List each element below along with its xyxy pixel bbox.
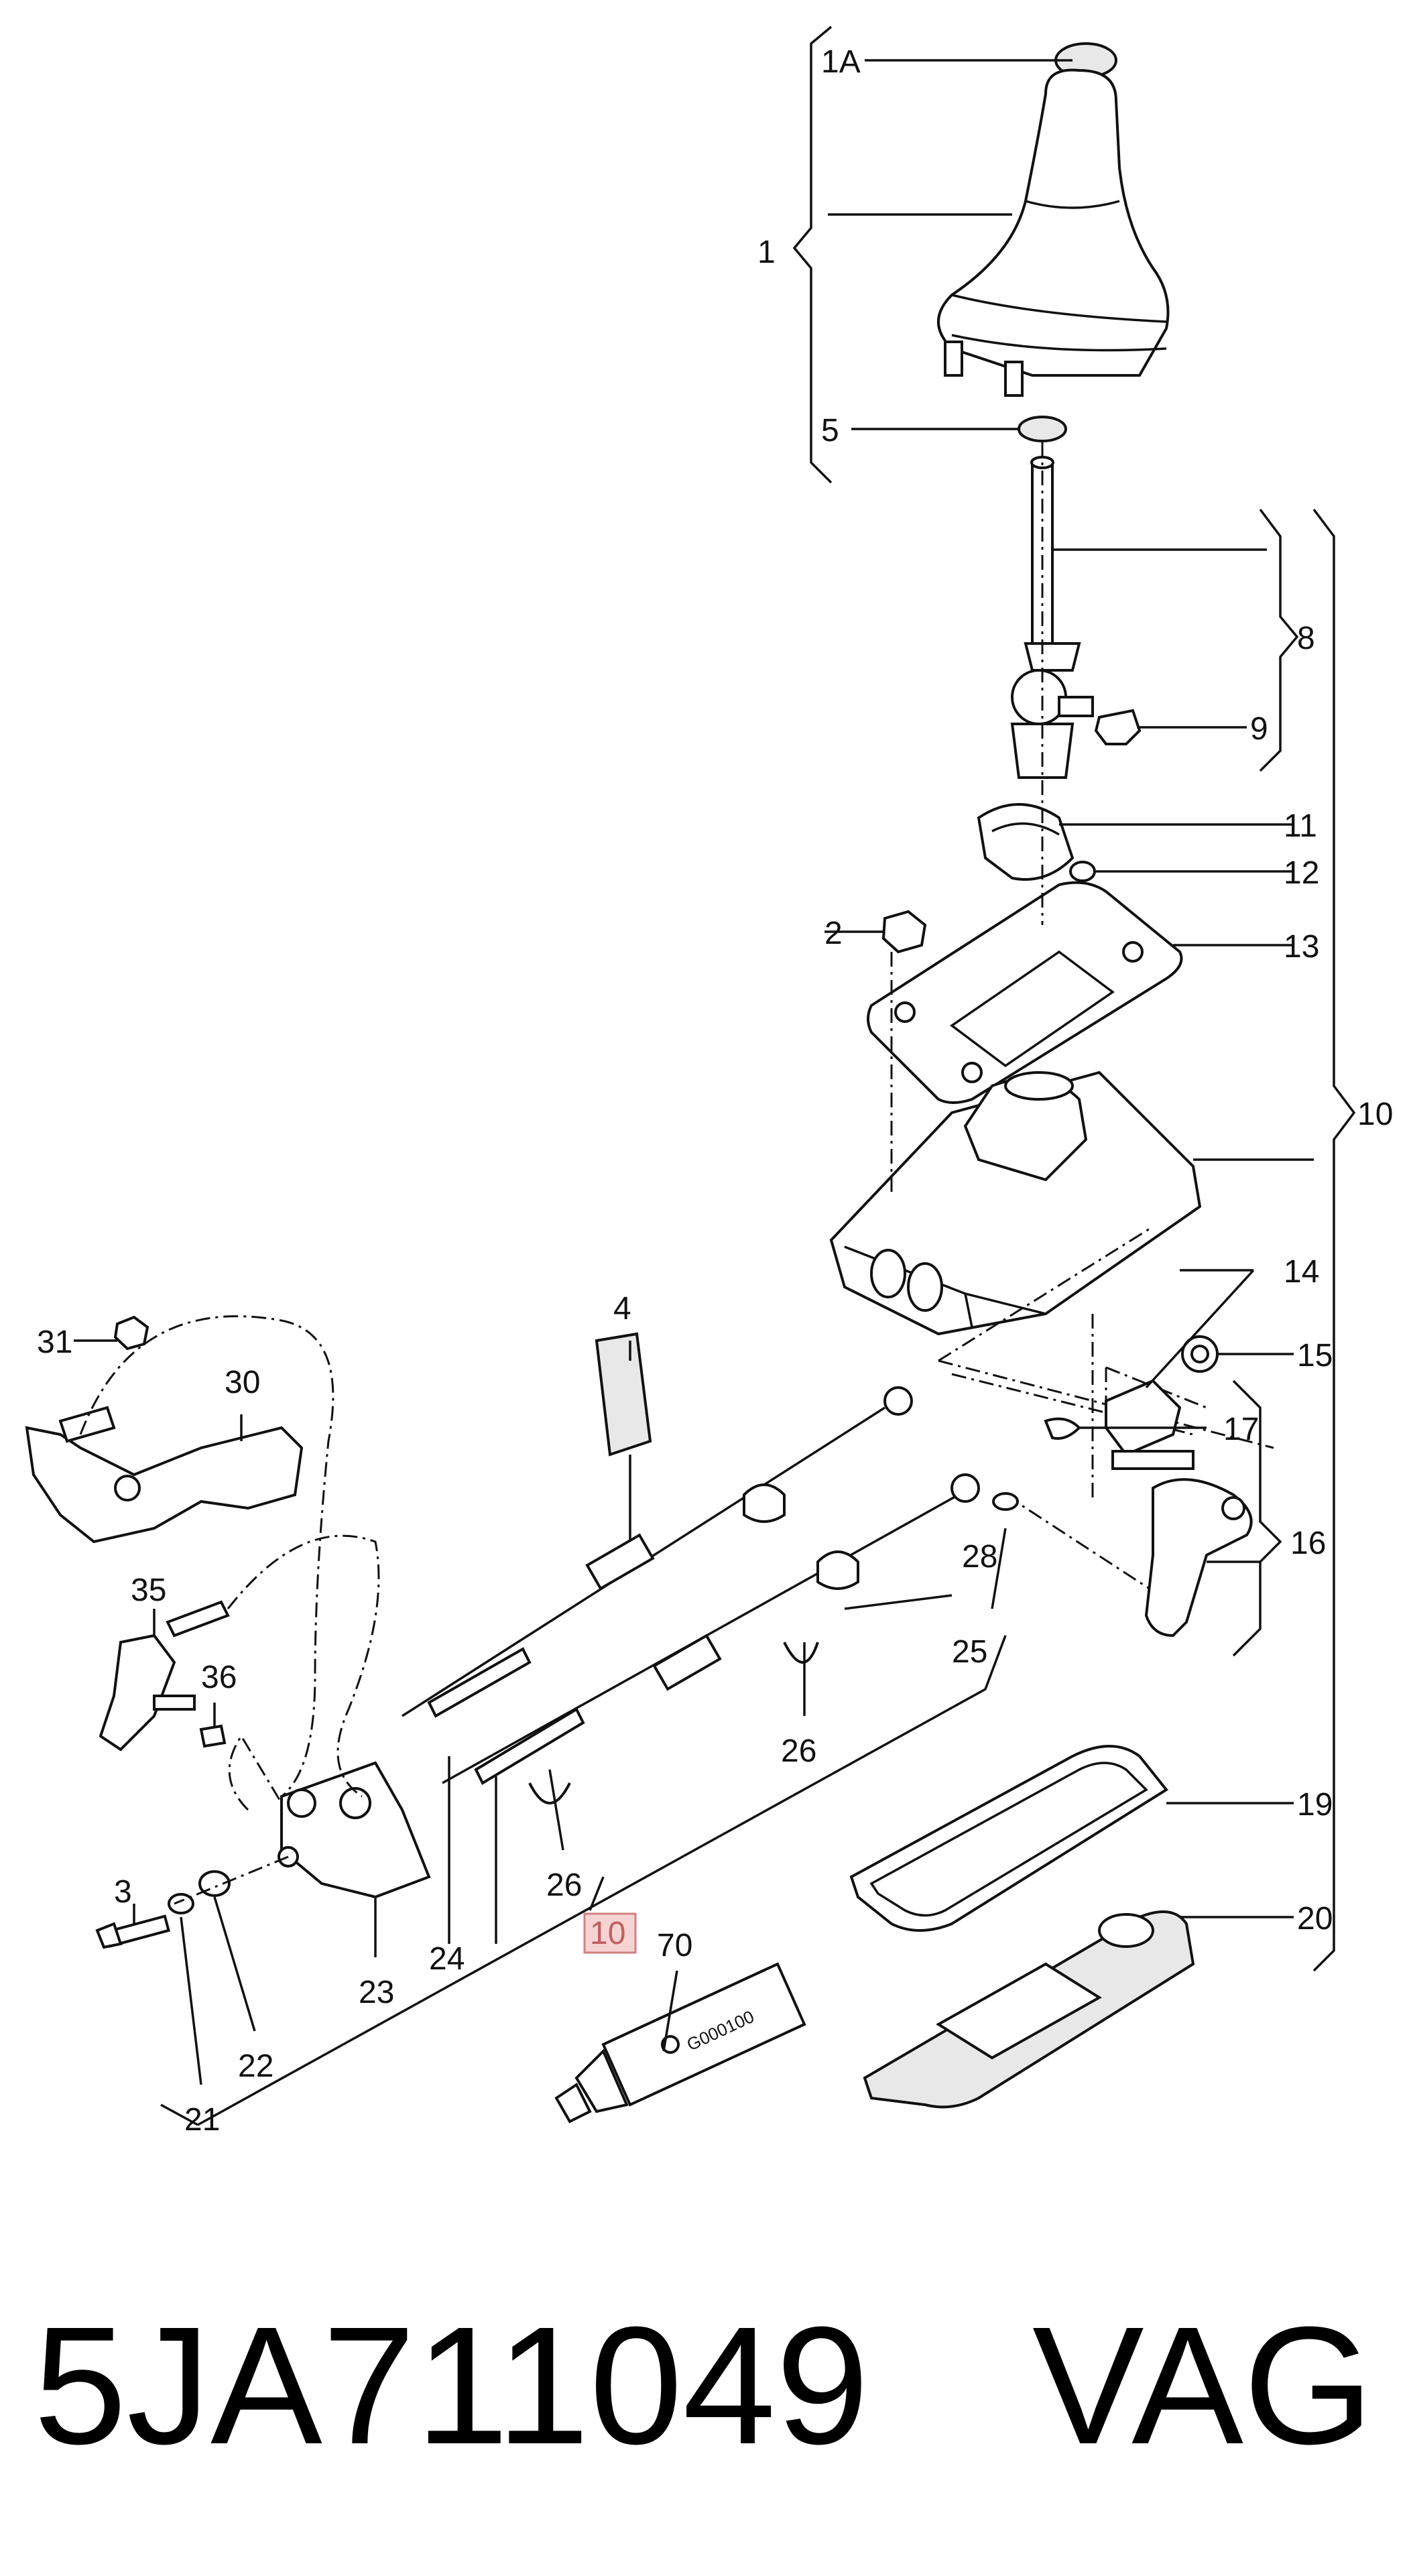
label-5: 5 <box>821 413 839 448</box>
label-13: 13 <box>1284 929 1319 965</box>
label-22: 22 <box>238 2048 273 2084</box>
label-1A: 1A <box>821 44 861 80</box>
label-1: 1 <box>757 235 776 270</box>
callout-labels: 1A 1 5 8 9 11 12 13 2 10 14 15 17 16 19 … <box>37 44 1393 2138</box>
label-3: 3 <box>114 1874 132 1910</box>
nut-2 <box>881 910 927 954</box>
shift-lever <box>1010 456 1094 779</box>
guide-11 <box>977 803 1075 881</box>
label-12: 12 <box>1284 855 1319 891</box>
label-10: 10 <box>1357 1097 1393 1132</box>
brand-name: VAG <box>1032 2292 1373 2479</box>
bracket-group-8 <box>1259 508 1299 772</box>
label-25: 25 <box>952 1634 987 1670</box>
bushing-28 <box>992 1492 1019 1511</box>
label-14: 14 <box>1284 1254 1319 1290</box>
label-26a: 26 <box>546 1867 582 1903</box>
bracket-group-16 <box>1232 1379 1282 1657</box>
ring-15 <box>1181 1335 1219 1373</box>
label-70: 70 <box>657 1928 692 1963</box>
bolt-3 <box>95 1914 171 1949</box>
washer-21 <box>168 1893 194 1914</box>
highlight-box-10 <box>583 1912 637 1954</box>
label-30: 30 <box>225 1365 260 1400</box>
label-11: 11 <box>1284 808 1317 844</box>
part-number: 5JA711049 <box>34 2292 869 2479</box>
seal-plate-13 <box>867 881 1183 1104</box>
label-28: 28 <box>962 1539 997 1575</box>
clips-26 <box>528 1642 819 1804</box>
label-35: 35 <box>131 1573 166 1608</box>
clip-36 <box>199 1724 227 1748</box>
bracket-group-10 <box>1312 508 1356 1972</box>
loop-dashed <box>79 1315 380 1905</box>
label-20: 20 <box>1297 1901 1333 1937</box>
label-36: 36 <box>201 1660 237 1695</box>
mount-bracket-23 <box>278 1761 431 1899</box>
nut-31 <box>113 1315 149 1351</box>
gear-knob-boot <box>937 42 1170 397</box>
label-26b: 26 <box>781 1733 816 1769</box>
label-15: 15 <box>1297 1338 1333 1373</box>
clamp-ring <box>1018 416 1067 442</box>
selector-lever-16 <box>1111 1450 1253 1638</box>
lever-30 <box>25 1406 304 1544</box>
label-19: 19 <box>1297 1787 1333 1823</box>
label-16: 16 <box>1290 1526 1326 1561</box>
nut-9 <box>1094 709 1142 745</box>
label-21: 21 <box>184 2102 220 2138</box>
housing-10 <box>829 1070 1202 1336</box>
label-2: 2 <box>824 916 843 951</box>
grease-tube-70: G000100 <box>554 1962 806 2124</box>
label-17: 17 <box>1223 1412 1259 1447</box>
lever-35 <box>99 1600 230 1752</box>
label-10-highlight: 10 <box>590 1916 625 1951</box>
label-31: 31 <box>37 1325 72 1360</box>
leader-lines <box>74 59 1314 2085</box>
spring-12 <box>1069 861 1096 882</box>
sleeve-4 <box>595 1332 652 1542</box>
gasket-19 <box>849 1745 1168 1932</box>
cover-20 <box>863 1910 1195 2109</box>
label-4: 4 <box>613 1291 631 1327</box>
clip-17 <box>1044 1417 1081 1440</box>
label-8: 8 <box>1297 621 1315 656</box>
bracket-group-10-lower <box>160 1635 1007 2126</box>
label-24: 24 <box>429 1941 465 1977</box>
shift-cable-24 <box>402 1386 913 1718</box>
select-cable-25 <box>442 1473 980 1785</box>
label-9: 9 <box>1250 711 1268 747</box>
bracket-group-1 <box>792 25 833 484</box>
label-23: 23 <box>359 1975 394 2010</box>
